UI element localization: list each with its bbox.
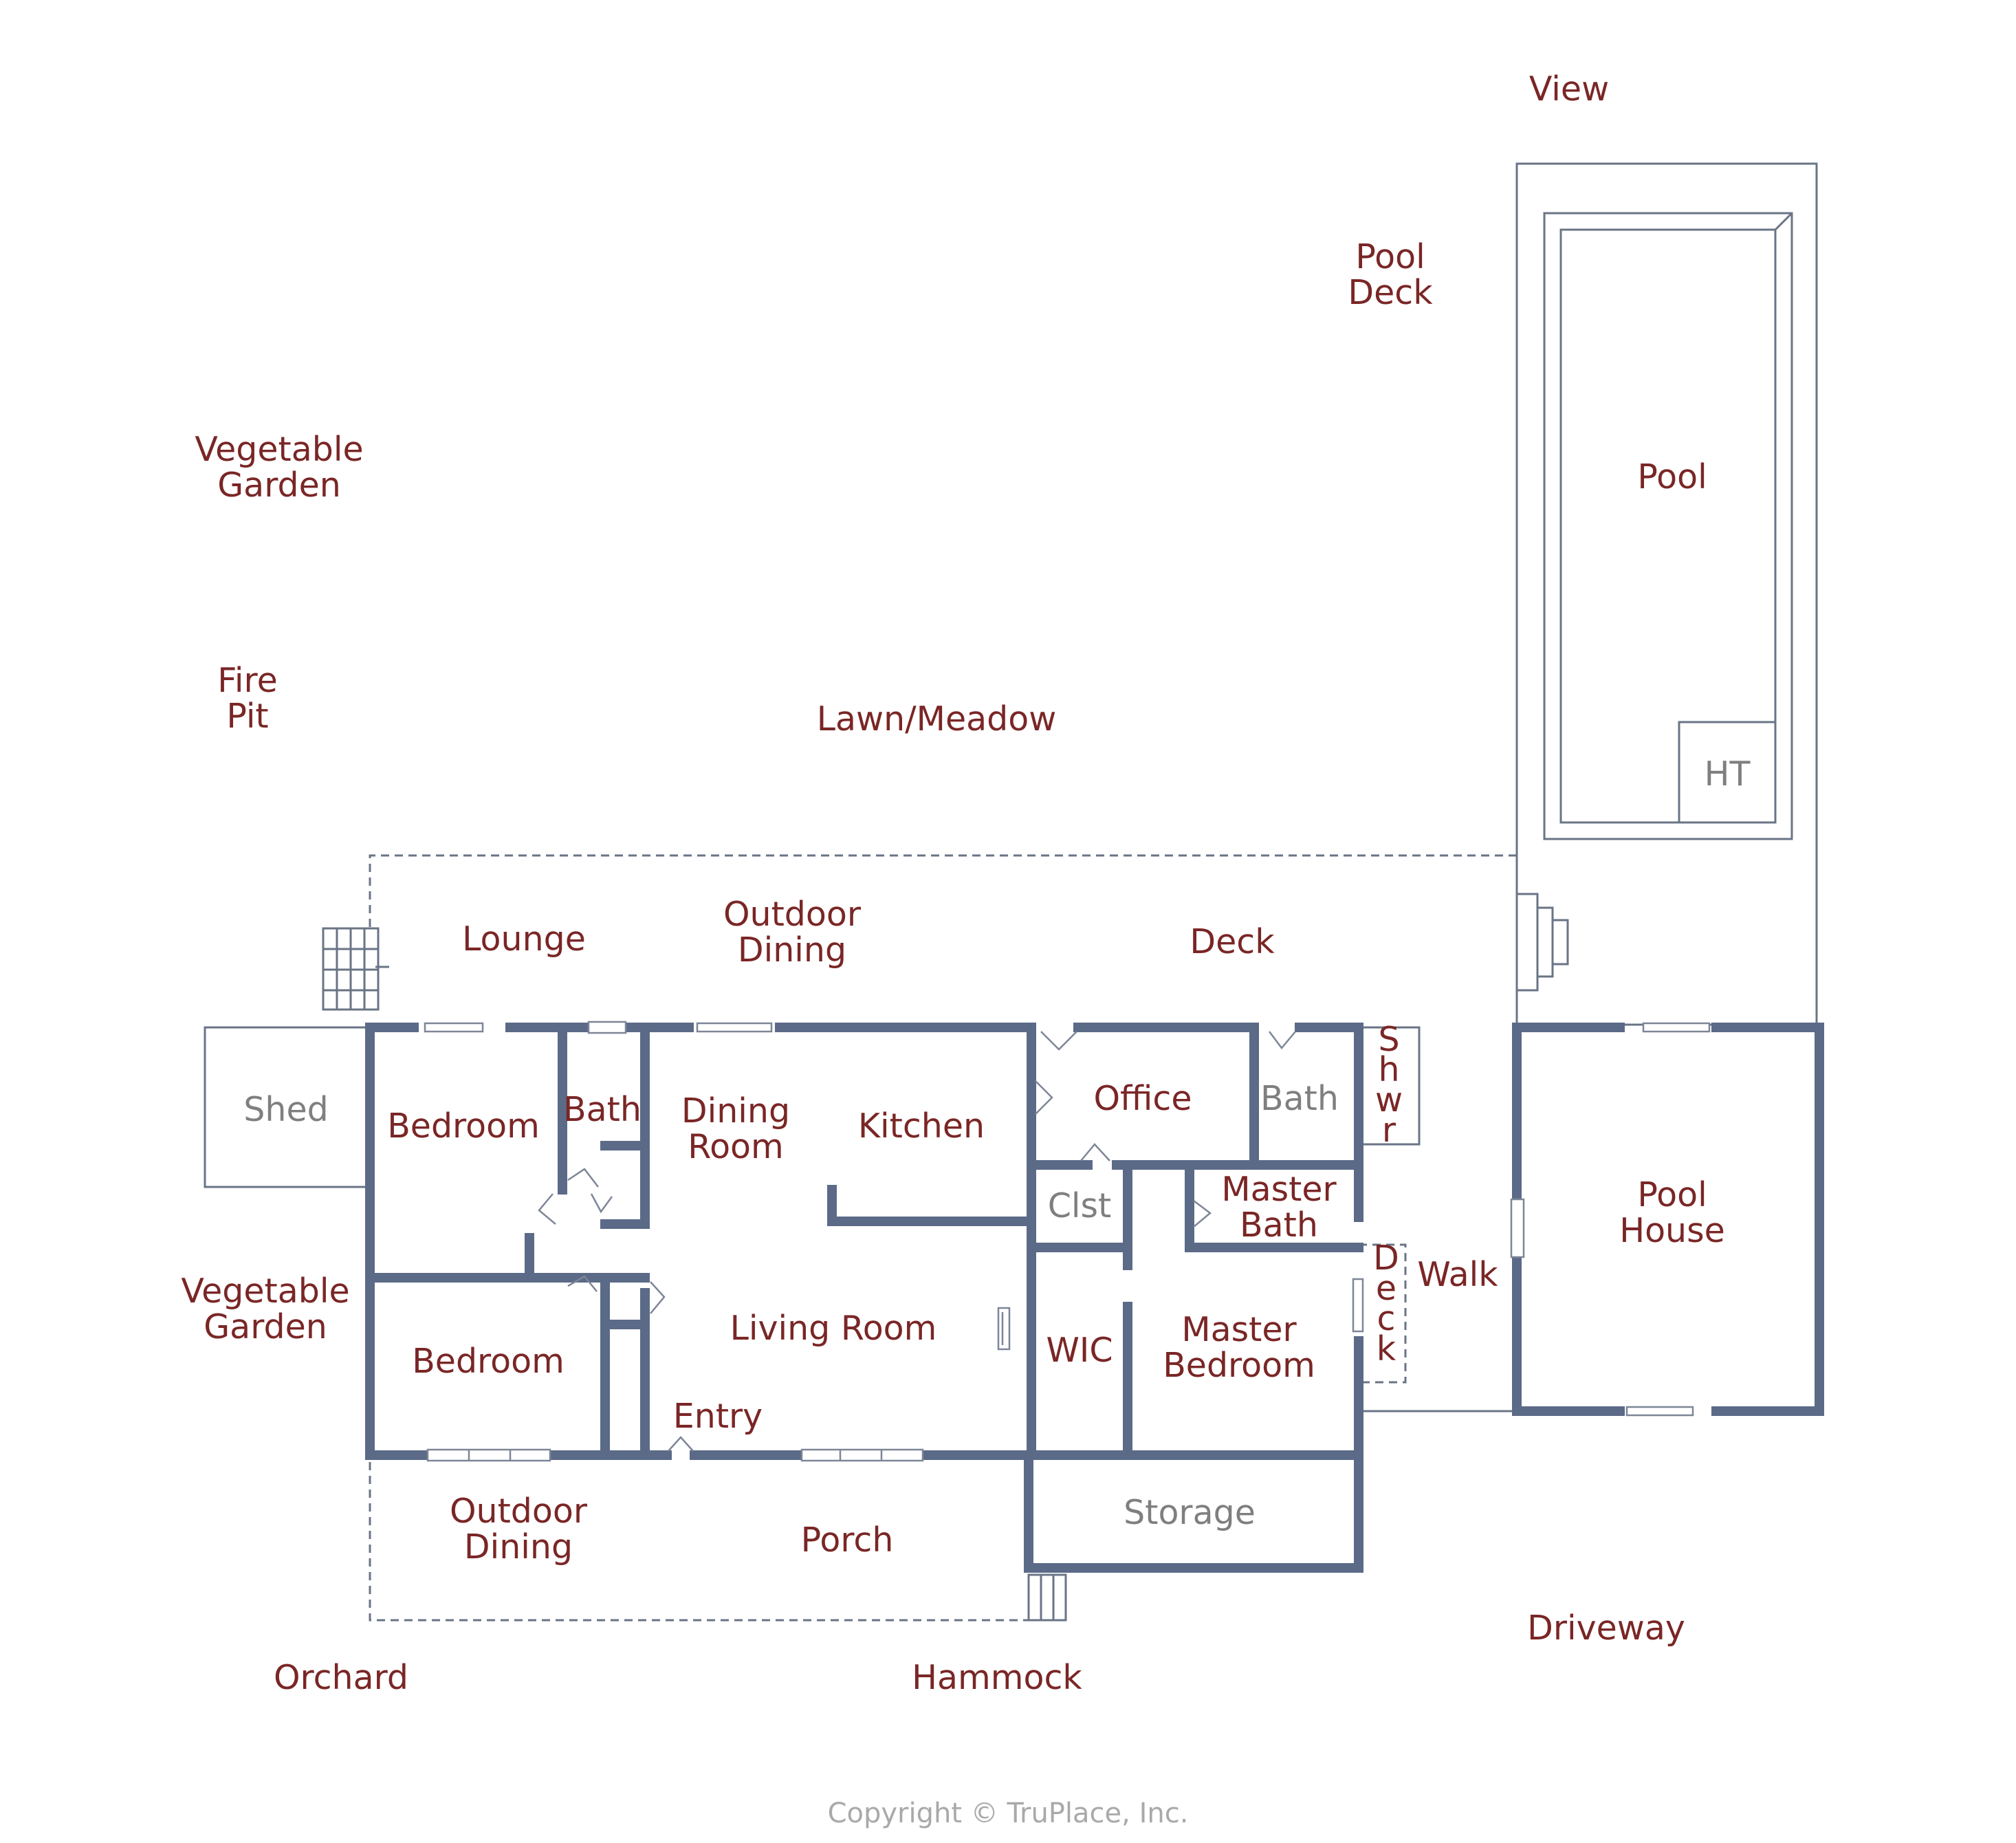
room-label-living-room: Living Room	[730, 1309, 937, 1348]
room-label-line: Dining	[464, 1527, 573, 1567]
room-label-line: r	[1382, 1111, 1396, 1150]
room-label-line: Lounge	[462, 919, 586, 959]
room-label-hammock: Hammock	[912, 1658, 1082, 1697]
room-label-line: Porch	[801, 1520, 894, 1560]
room-label-line: WIC	[1046, 1331, 1113, 1370]
room-label-hot-tub: HT	[1705, 754, 1751, 794]
room-label-line: Deck	[1190, 922, 1275, 961]
room-label-line: View	[1529, 69, 1609, 109]
room-label-line: Bedroom	[1163, 1346, 1315, 1385]
room-label-storage: Storage	[1124, 1493, 1256, 1532]
room-label-line: Bath	[1240, 1206, 1318, 1245]
deck-perimeter	[369, 854, 1517, 1622]
room-label-line: Orchard	[274, 1658, 408, 1697]
room-label-line: Walk	[1417, 1255, 1498, 1294]
room-label-line: S	[1378, 1020, 1399, 1059]
room-label-line: Garden	[204, 1307, 327, 1346]
room-label-closet: Clst	[1048, 1186, 1112, 1225]
room-label-orchard: Orchard	[274, 1658, 408, 1697]
room-label-line: Vegetable	[195, 430, 363, 469]
room-label-line: Room	[688, 1127, 784, 1166]
room-label-line: Lawn/Meadow	[817, 699, 1057, 739]
room-label-line: HT	[1705, 754, 1751, 794]
room-label-walk: Walk	[1417, 1255, 1498, 1294]
room-label-line: Deck	[1348, 273, 1433, 312]
room-label-line: Shed	[243, 1090, 328, 1129]
room-label-bedroom-south: Bedroom	[412, 1342, 565, 1381]
room-label-line: c	[1377, 1299, 1396, 1338]
room-label-bath-west: Bath	[563, 1090, 642, 1129]
room-label-line: Office	[1093, 1079, 1192, 1118]
room-label-line: Bath	[1260, 1079, 1339, 1118]
room-label-line: Clst	[1048, 1186, 1112, 1225]
room-label-bedroom-north: Bedroom	[387, 1106, 540, 1146]
room-label-line: Master	[1221, 1170, 1337, 1209]
room-label-line: Dining	[681, 1091, 790, 1131]
copyright-text: Copyright © TruPlace, Inc.	[828, 1798, 1189, 1829]
room-label-line: w	[1375, 1080, 1403, 1120]
room-label-line: Entry	[673, 1397, 763, 1436]
room-label-pool: Pool	[1637, 457, 1707, 497]
windows	[424, 1021, 1711, 1462]
room-label-lounge: Lounge	[462, 919, 586, 959]
room-label-line: Bedroom	[387, 1106, 540, 1146]
room-label-line: Storage	[1124, 1493, 1256, 1532]
room-label-line: Pool	[1355, 237, 1425, 276]
room-label-entry: Entry	[673, 1397, 763, 1436]
room-label-line: Pit	[226, 697, 268, 736]
room-label-porch: Porch	[801, 1520, 894, 1560]
room-label-wic: WIC	[1046, 1331, 1113, 1370]
room-label-line: Garden	[217, 466, 341, 505]
room-label-line: Bath	[563, 1090, 642, 1129]
room-label-line: Fire	[217, 661, 277, 700]
room-label-line: e	[1376, 1269, 1396, 1308]
room-label-bath-east: Bath	[1260, 1079, 1339, 1118]
room-label-lawn-meadow: Lawn/Meadow	[817, 699, 1057, 739]
room-label-line: Driveway	[1527, 1608, 1685, 1648]
room-label-line: Kitchen	[858, 1106, 985, 1146]
room-label-line: Hammock	[912, 1658, 1082, 1697]
room-label-line: Master	[1181, 1310, 1297, 1349]
room-label-view: View	[1529, 69, 1609, 109]
doors	[538, 1031, 1296, 1452]
room-label-driveway: Driveway	[1527, 1608, 1685, 1648]
room-label-line: Outdoor	[723, 895, 862, 934]
room-label-deck: Deck	[1190, 922, 1275, 961]
room-label-line: k	[1377, 1329, 1396, 1368]
room-label-line: Pool	[1637, 1175, 1707, 1214]
pool-area	[1515, 162, 1818, 1026]
room-label-shed: Shed	[243, 1090, 328, 1129]
room-label-line: House	[1619, 1211, 1725, 1250]
room-label-kitchen: Kitchen	[858, 1106, 985, 1146]
room-label-office: Office	[1093, 1079, 1192, 1118]
room-label-line: Pool	[1637, 457, 1707, 497]
room-label-line: h	[1378, 1050, 1399, 1089]
room-label-line: Outdoor	[450, 1492, 588, 1531]
room-label-line: Bedroom	[412, 1342, 565, 1381]
pool-house-walls	[1512, 1023, 1824, 1416]
stairs	[322, 927, 1067, 1622]
room-label-line: D	[1373, 1239, 1399, 1278]
room-label-line: Dining	[738, 930, 846, 970]
room-label-line: Vegetable	[181, 1272, 349, 1311]
room-label-line: Living Room	[730, 1309, 937, 1348]
